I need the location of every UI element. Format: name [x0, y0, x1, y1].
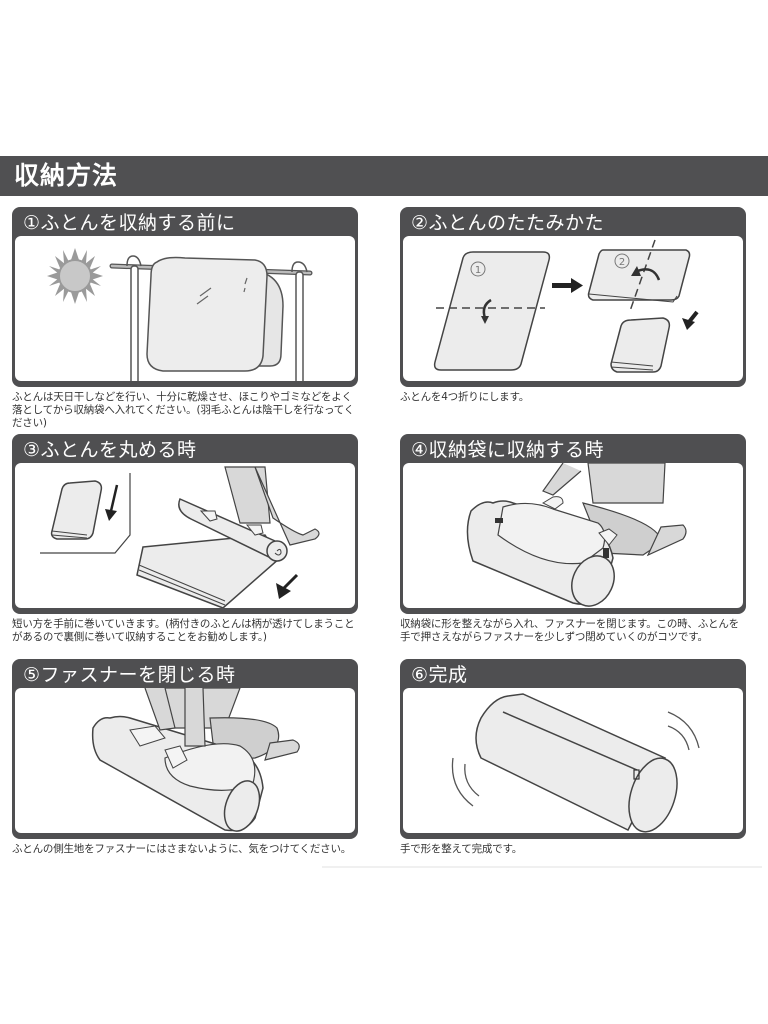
step-title: ①ふとんを収納する前に — [23, 212, 236, 234]
page-title: 収納方法 — [0, 156, 768, 196]
step-caption: 収納袋に形を整えながら入れ、ファスナーを閉じます。この時、ふとんを手で押さえなが… — [400, 618, 739, 643]
fold-step-1-label: 1 — [475, 265, 481, 276]
step-title: ②ふとんのたたみかた — [411, 212, 605, 234]
step-2-folding: ②ふとんのたたみかた 1 2 — [400, 207, 746, 404]
arrow-down-icon — [105, 509, 117, 521]
step-panel: ③ふとんを丸める時 — [12, 434, 358, 614]
step-illustration — [403, 463, 743, 608]
zipper-pull-icon — [495, 518, 503, 523]
arrow-down-left-icon — [682, 310, 699, 330]
motion-lines-icon — [667, 711, 700, 749]
step-panel: ①ふとんを収納する前に — [12, 207, 358, 387]
step-illustration — [15, 236, 355, 381]
step-panel: ④収納袋に収納する時 — [400, 434, 746, 614]
zipper-pull-icon — [633, 769, 640, 780]
zipper-closing-illustration — [91, 688, 300, 832]
divider — [322, 866, 762, 868]
step-panel: ⑥完成 — [400, 659, 746, 839]
step-illustration — [15, 688, 355, 833]
step-panel: ⑤ファスナーを閉じる時 — [12, 659, 358, 839]
step-1-before-storing: ①ふとんを収納する前に — [12, 207, 358, 430]
sun-drying-futon-illustration — [47, 248, 313, 381]
arrow-down-left-icon — [276, 573, 299, 599]
arrow-right-icon — [552, 283, 572, 288]
finished-bag-illustration — [451, 693, 700, 833]
step-3-rolling: ③ふとんを丸める時 — [12, 434, 358, 644]
rolling-futon-illustration — [40, 466, 320, 608]
step-illustration — [403, 688, 743, 833]
step-illustration — [15, 463, 355, 608]
step-title: ⑥完成 — [411, 664, 468, 686]
step-5-closing-zipper: ⑤ファスナーを閉じる時 ふとんの側生地をファスナーにはさまないように、気をつけて… — [12, 659, 358, 856]
fold-step-2-label: 2 — [619, 257, 625, 268]
folding-diagram-illustration: 1 2 — [433, 239, 699, 373]
step-title: ④収納袋に収納する時 — [411, 439, 605, 461]
step-caption: ふとんの側生地をファスナーにはさまないように、気をつけてください。 — [12, 843, 352, 855]
step-caption: 短い方を手前に巻いていきます。(柄付きのふとんは柄が透けてしまうことがあるので裏… — [12, 618, 355, 643]
sun-icon — [47, 248, 103, 304]
motion-lines-icon — [451, 757, 474, 807]
step-illustration: 1 2 — [403, 236, 743, 381]
step-panel: ②ふとんのたたみかた 1 2 — [400, 207, 746, 387]
step-title: ⑤ファスナーを閉じる時 — [23, 664, 236, 686]
step-caption: ふとんは天日干しなどを行い、十分に乾燥させ、ほこりやゴミなどをよく落としてから収… — [12, 391, 355, 429]
step-title: ③ふとんを丸める時 — [23, 439, 197, 461]
step-caption: ふとんを4つ折りにします。 — [400, 391, 530, 403]
bag-insertion-illustration — [466, 463, 687, 607]
step-4-putting-in-bag: ④収納袋に収納する時 収納袋に形を整えながら入れ、ファスナーを閉じます。この — [400, 434, 746, 644]
step-6-complete: ⑥完成 手で形を整えて完成です。 — [400, 659, 746, 856]
step-caption: 手で形を整えて完成です。 — [400, 843, 523, 855]
